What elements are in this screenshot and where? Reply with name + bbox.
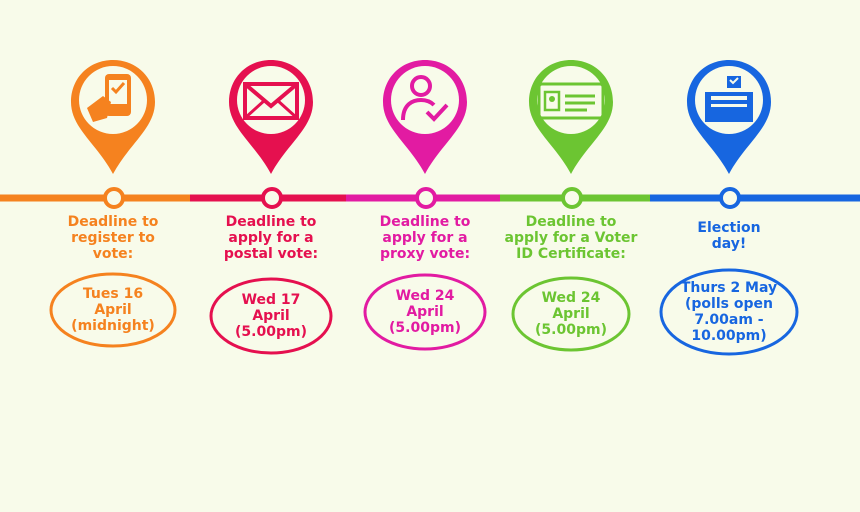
location-pin xyxy=(71,60,155,174)
step-label: Deadline to apply for a proxy vote: xyxy=(379,214,471,262)
date-circle: Thurs 2 May (polls open 7.00am - 10.00pm… xyxy=(656,266,802,358)
deadline-date: Wed 24 April (5.00pm) xyxy=(535,290,607,338)
timeline-node xyxy=(561,187,583,209)
step-label: Deadline to apply for a postal vote: xyxy=(223,214,319,262)
deadline-date: Wed 17 April (5.00pm) xyxy=(235,292,307,340)
step-label: Deadline to register to vote: xyxy=(67,214,159,262)
deadline-date: Tues 16 April (midnight) xyxy=(71,286,155,334)
envelope-icon xyxy=(243,82,299,120)
phone-checklist-icon xyxy=(87,74,131,122)
location-pin xyxy=(687,60,771,174)
timeline-node xyxy=(719,187,741,209)
location-pin xyxy=(529,60,613,174)
timeline-node xyxy=(261,187,283,209)
timeline-node xyxy=(415,187,437,209)
timeline-node xyxy=(103,187,125,209)
location-pin xyxy=(229,60,313,174)
date-circle: Wed 24 April (5.00pm) xyxy=(358,272,492,352)
date-circle: Wed 24 April (5.00pm) xyxy=(504,274,638,354)
deadline-date: Thurs 2 May (polls open 7.00am - 10.00pm… xyxy=(680,280,778,344)
person-check-icon xyxy=(401,75,449,122)
location-pin xyxy=(383,60,467,174)
ballot-box-icon xyxy=(705,76,753,122)
deadline-date: Wed 24 April (5.00pm) xyxy=(389,288,461,336)
date-circle: Wed 17 April (5.00pm) xyxy=(204,276,338,356)
id-card-icon xyxy=(537,82,605,120)
step-label: Deadline to apply for a Voter ID Certifi… xyxy=(504,214,638,262)
step-label: Election day! xyxy=(697,220,761,252)
date-circle: Tues 16 April (midnight) xyxy=(46,270,180,350)
